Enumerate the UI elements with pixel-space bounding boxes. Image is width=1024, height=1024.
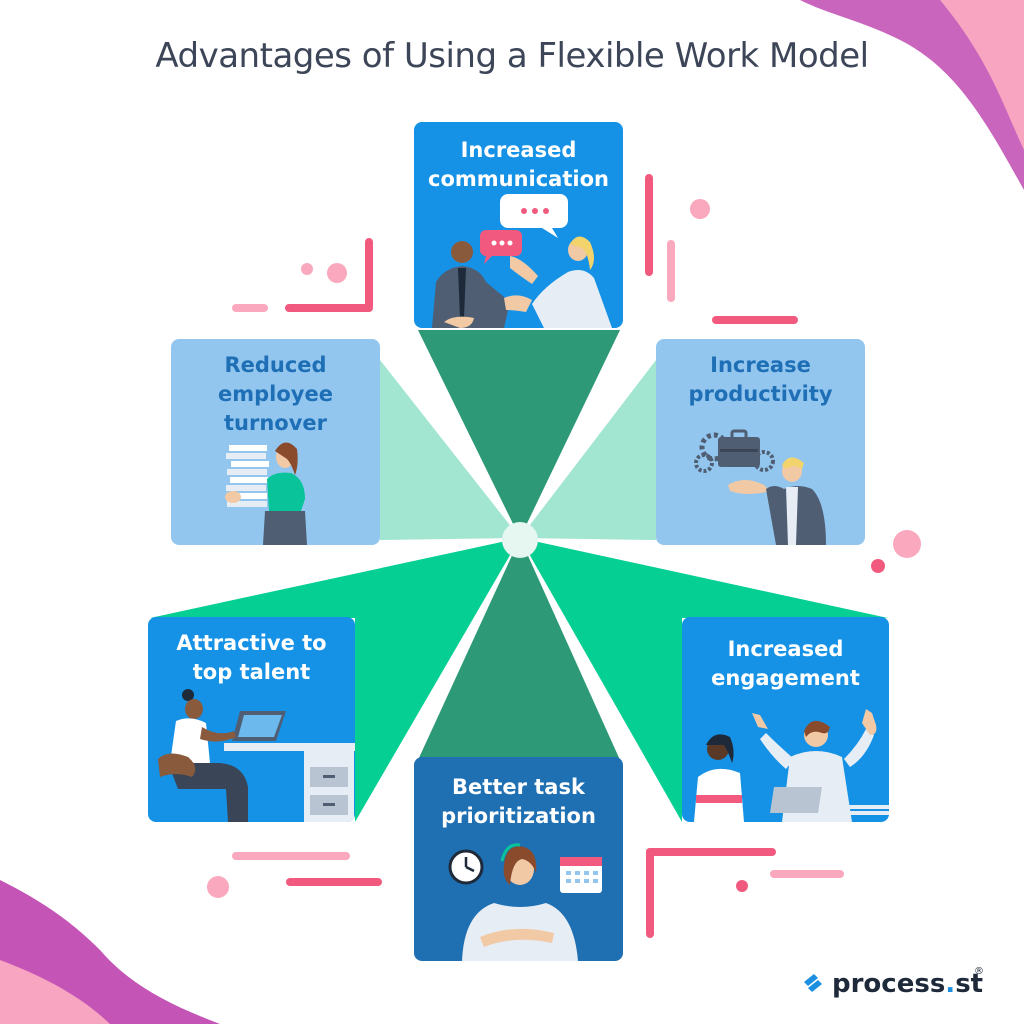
handshake-chat-icon — [432, 194, 612, 328]
card-attractive-to-top-talent: Attractive to top talent — [148, 617, 355, 822]
deco-line — [286, 878, 382, 886]
deco-dot — [207, 876, 229, 898]
card-label: Attractive to top talent — [176, 631, 327, 684]
card-label: Increase productivity — [688, 353, 833, 406]
briefcase-gears-icon — [694, 429, 826, 545]
deco-line — [667, 240, 675, 302]
deco-line — [646, 848, 654, 938]
process-st-logo: process.st ® — [798, 964, 988, 1004]
paper-stack-worker-icon — [225, 442, 307, 545]
ray-productivity — [520, 360, 656, 540]
clock-calendar-icon — [448, 843, 602, 961]
ray-turnover — [380, 360, 520, 540]
deco-line — [645, 174, 653, 276]
deco-line — [712, 316, 798, 324]
ray-prioritization — [418, 538, 620, 760]
ray-communication — [418, 330, 620, 538]
card-label: Increased communication — [428, 138, 609, 191]
logo-wordmark: process.st — [832, 969, 984, 999]
registered-mark: ® — [974, 966, 984, 977]
deco-line — [365, 238, 373, 310]
deco-line — [232, 852, 350, 860]
card-increased-engagement: Increased engagement — [682, 617, 889, 822]
deco-line — [770, 870, 844, 878]
card-reduced-employee-turnover: Reduced employee turnover — [171, 339, 380, 545]
deco-line — [232, 304, 268, 312]
card-label: Reduced employee turnover — [218, 353, 333, 435]
team-cheer-icon — [694, 709, 889, 822]
deco-dot — [327, 263, 347, 283]
deco-dot — [871, 559, 885, 573]
page-title: Advantages of Using a Flexible Work Mode… — [155, 36, 869, 76]
card-better-task-prioritization: Better task prioritization — [414, 757, 623, 961]
desk-worker-icon — [158, 689, 355, 822]
deco-dot — [301, 263, 313, 275]
deco-line — [285, 304, 373, 312]
top-right-corner-blob-pink — [940, 0, 1024, 150]
top-right-corner-blob — [800, 0, 1024, 190]
center-hub — [502, 522, 538, 558]
deco-dot — [893, 530, 921, 558]
card-label: Increased engagement — [711, 637, 860, 690]
card-increase-productivity: Increase productivity — [656, 339, 865, 545]
deco-dot — [736, 880, 748, 892]
deco-dot — [690, 199, 710, 219]
ray-engagement — [520, 538, 888, 822]
card-increased-communication: Increased communication — [414, 122, 623, 328]
ray-talent — [150, 538, 520, 822]
process-st-logo-icon — [804, 974, 822, 992]
deco-line — [646, 848, 776, 856]
card-label: Better task prioritization — [441, 775, 596, 828]
bottom-left-corner-blob-pink — [0, 960, 110, 1024]
